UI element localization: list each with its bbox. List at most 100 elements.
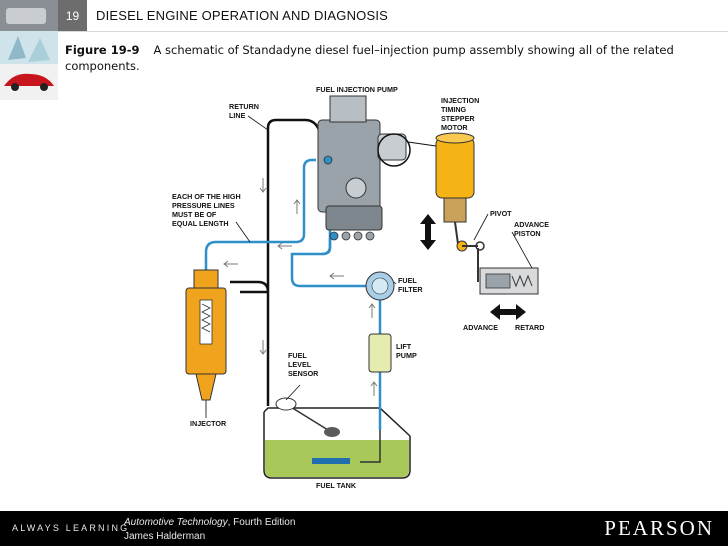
label-retard: RETARD bbox=[515, 323, 544, 332]
label-pivot: PIVOT bbox=[490, 209, 512, 218]
high-pressure-line-outlet bbox=[321, 238, 332, 256]
flow-arrows bbox=[223, 178, 378, 396]
label-fuel-level-sensor-1: FUEL bbox=[288, 351, 307, 360]
stepper-motor-cap bbox=[435, 132, 475, 144]
publisher-logo: PEARSON bbox=[604, 516, 714, 540]
stepper-shaft bbox=[454, 221, 459, 245]
pump-body bbox=[317, 119, 381, 213]
pump-rotor-cover bbox=[345, 177, 367, 199]
label-high-pressure-2: PRESSURE LINES bbox=[172, 201, 235, 210]
fuel-filter-center bbox=[371, 277, 389, 295]
advance-piston bbox=[485, 273, 511, 289]
fuel-pickup-tube bbox=[360, 430, 381, 463]
injector-nozzle bbox=[195, 373, 217, 401]
thumbnail-crystal-shape bbox=[8, 36, 26, 60]
label-return-line-2: LINE bbox=[229, 111, 246, 120]
flow-arrow-head bbox=[259, 349, 267, 355]
left-right-arrow-icon bbox=[490, 304, 526, 320]
label-fuel-level-sensor-3: SENSOR bbox=[288, 369, 319, 378]
advance-piston-assembly bbox=[479, 267, 539, 295]
pump-outlet-fitting bbox=[365, 231, 375, 241]
injection-timing-stepper-motor bbox=[435, 132, 485, 282]
chapter-title: DIESEL ENGINE OPERATION AND DIAGNOSIS bbox=[96, 8, 389, 23]
label-advance: ADVANCE bbox=[463, 323, 498, 332]
stepper-motor-body bbox=[435, 137, 475, 199]
slide-footer: ALWAYS LEARNING Automotive Technology, F… bbox=[0, 511, 728, 546]
thumbnail-engine-shape bbox=[6, 8, 46, 24]
stepper-callout-circle bbox=[377, 133, 411, 167]
leader-return-line bbox=[247, 115, 269, 131]
label-injector: INJECTOR bbox=[190, 419, 227, 428]
stepper-callout-line bbox=[407, 141, 437, 147]
leader-lines bbox=[205, 115, 533, 418]
slide-header: 19 DIESEL ENGINE OPERATION AND DIAGNOSIS bbox=[0, 0, 728, 100]
thumbnail-crystal-shape bbox=[28, 38, 50, 62]
figure-caption-text: A schematic of Standadyne diesel fuel–in… bbox=[65, 43, 674, 73]
pump-top-cover bbox=[329, 95, 367, 123]
fuel-injector bbox=[185, 269, 227, 414]
label-high-pressure-4: EQUAL LENGTH bbox=[172, 219, 229, 228]
flow-arrow-head bbox=[370, 381, 378, 387]
fuel-pickup-filter bbox=[312, 458, 350, 464]
stepper-motor-screw bbox=[443, 197, 467, 223]
pump-outlet-fitting bbox=[353, 231, 363, 241]
injector-top bbox=[193, 269, 219, 289]
fuel-level-sensor-float bbox=[324, 427, 340, 437]
figure-number: Figure 19-9 bbox=[65, 43, 140, 57]
header-thumbnails-graphic bbox=[0, 0, 58, 100]
flow-arrow-head bbox=[277, 242, 283, 250]
label-stepper-4: MOTOR bbox=[441, 123, 468, 132]
label-advance-piston-1: ADVANCE bbox=[514, 220, 549, 229]
high-pressure-line bbox=[204, 158, 316, 270]
label-fuel-injection-pump: FUEL INJECTION PUMP bbox=[316, 85, 398, 94]
label-fuel-filter-2: FILTER bbox=[398, 285, 423, 294]
thumbnail-car-wheel bbox=[40, 83, 48, 91]
book-title: Automotive Technology bbox=[124, 517, 228, 528]
label-advance-piston-2: PISTON bbox=[514, 229, 541, 238]
pump-inlet-fitting bbox=[323, 155, 333, 165]
fuel-injection-pump bbox=[317, 95, 407, 241]
leader-pivot bbox=[473, 213, 489, 241]
pump-solenoid bbox=[377, 133, 407, 161]
book-author: James Halderman bbox=[124, 531, 206, 542]
pump-head bbox=[325, 205, 383, 231]
flow-arrow-head bbox=[259, 187, 267, 193]
fuel-tank-top bbox=[263, 407, 411, 437]
leader-advance-piston bbox=[511, 231, 533, 269]
label-stepper-2: TIMING bbox=[441, 105, 467, 114]
flow-arrow-head bbox=[293, 199, 301, 205]
label-fuel-tank: FUEL TANK bbox=[316, 481, 357, 490]
label-fuel-level-sensor-2: LEVEL bbox=[288, 360, 312, 369]
injector-spring bbox=[201, 303, 211, 333]
book-title-line: Automotive Technology, Fourth Edition bbox=[124, 517, 295, 528]
leader-level-sensor bbox=[285, 384, 301, 401]
book-edition: , Fourth Edition bbox=[227, 517, 296, 528]
flow-arrow-head bbox=[223, 260, 229, 268]
leader-filter bbox=[393, 281, 397, 285]
lift-pump bbox=[368, 333, 392, 373]
label-stepper-1: INJECTION bbox=[441, 96, 479, 105]
advance-piston-spring bbox=[511, 274, 533, 288]
label-high-pressure-3: MUST BE OF bbox=[172, 210, 217, 219]
pivot-icon bbox=[475, 241, 485, 251]
leader-high-pressure bbox=[235, 221, 251, 243]
label-return-line-1: RETURN bbox=[229, 102, 259, 111]
brand-tagline: ALWAYS LEARNING bbox=[12, 523, 130, 533]
fuel-tank-outline bbox=[263, 412, 411, 479]
label-fuel-filter-1: FUEL bbox=[398, 276, 417, 285]
label-high-pressure-1: EACH OF THE HIGH bbox=[172, 192, 241, 201]
header-thumbnail-strip bbox=[0, 0, 58, 100]
thumbnail-car-body bbox=[4, 73, 54, 86]
label-lift-pump-2: PUMP bbox=[396, 351, 417, 360]
up-down-arrow-icon bbox=[420, 214, 436, 250]
label-stepper-3: STEPPER bbox=[441, 114, 475, 123]
flow-arrow-head bbox=[329, 272, 335, 280]
flow-arrow-head bbox=[368, 303, 376, 309]
pump-outlet-fitting bbox=[341, 231, 351, 241]
chapter-number-badge: 19 bbox=[58, 0, 87, 31]
thumbnail-car-wheel bbox=[11, 83, 19, 91]
fuel-level-sensor-head bbox=[275, 397, 297, 411]
label-lift-pump-1: LIFT bbox=[396, 342, 412, 351]
